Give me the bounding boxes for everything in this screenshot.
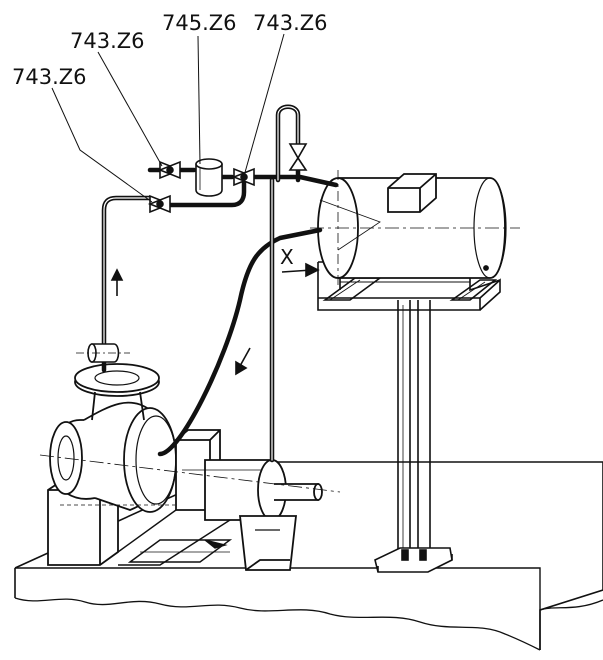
flow-arrows [110, 262, 320, 376]
label-valve-lower-left: 743.Z6 [12, 65, 87, 89]
label-valve-top-right: 743.Z6 [253, 11, 328, 35]
leader-lines [51, 33, 285, 203]
x-marker: X [280, 245, 294, 269]
filter-icon [195, 158, 223, 197]
pump [39, 363, 341, 571]
label-filter-top: 745.Z6 [162, 11, 237, 35]
valve-top-right-icon [231, 167, 257, 187]
valve-top-left-icon [157, 160, 183, 180]
piping-highlight [103, 106, 299, 461]
valve-vertical-icon [288, 143, 308, 171]
tank [310, 170, 520, 286]
inline-fitting-icon [76, 343, 130, 363]
label-valve-top-left: 743.Z6 [70, 29, 145, 53]
pump-base-frame [60, 504, 233, 566]
valve-lower-left-icon [147, 194, 173, 214]
tank-support-stand [374, 300, 453, 573]
